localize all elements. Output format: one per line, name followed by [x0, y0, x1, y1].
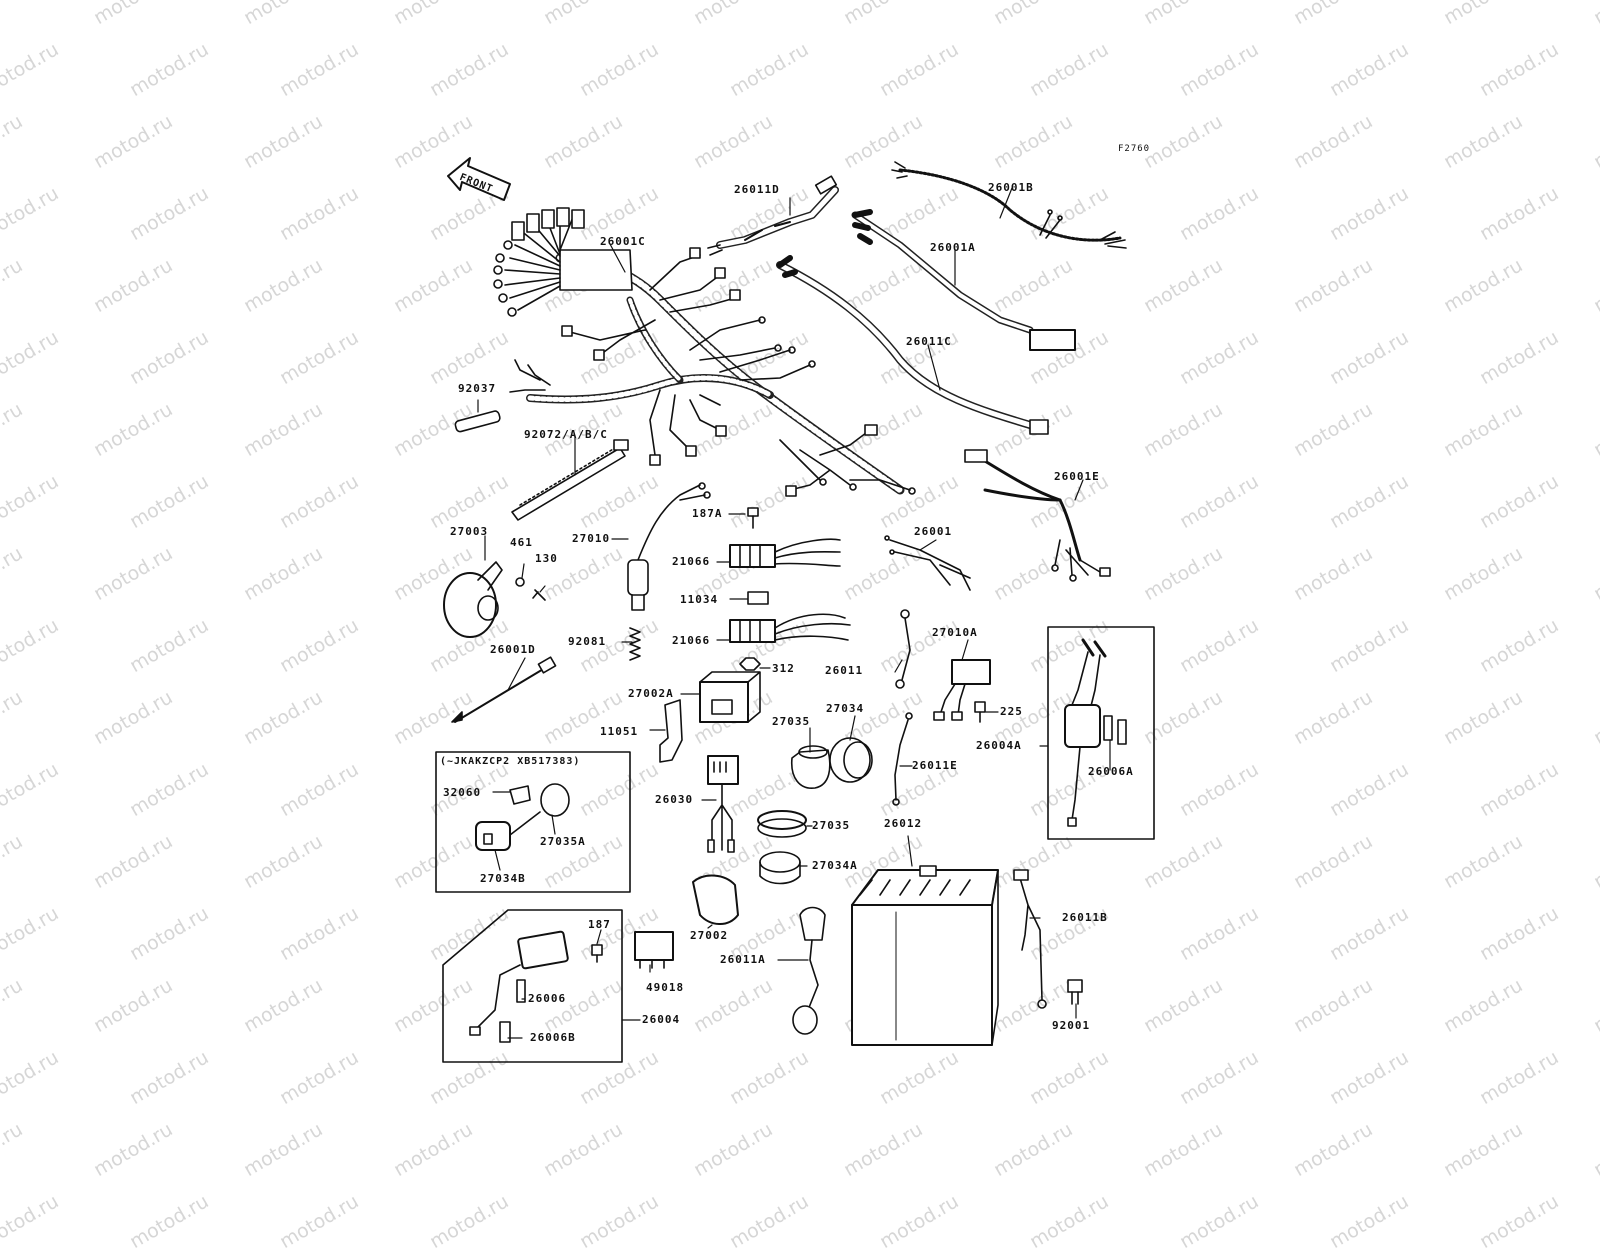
label-27002: 27002 — [690, 929, 729, 942]
label-26011a: 26011A — [720, 953, 766, 966]
part-26004 — [469, 930, 569, 1043]
label-26012: 26012 — [884, 817, 923, 830]
label-187a: 187A — [692, 507, 723, 520]
label-92001: 92001 — [1052, 1019, 1091, 1032]
label-92081: 92081 — [568, 635, 607, 648]
label-312: 312 — [772, 662, 795, 675]
part-461-130 — [515, 577, 546, 601]
label-461: 461 — [510, 536, 533, 549]
part-32060-27035a — [475, 783, 570, 851]
label-26011b: 26011B — [1062, 911, 1108, 924]
lead-26011c — [776, 255, 1049, 435]
part-27035-second — [757, 810, 807, 838]
serial-note: (~JKAKZCP2 XB517383) — [440, 756, 581, 767]
part-312-nut — [739, 657, 761, 671]
label-26001: 26001 — [914, 525, 953, 538]
label-26001d: 26001D — [490, 643, 536, 656]
label-26011e: 26011E — [912, 759, 958, 772]
label-26001e: 26001E — [1054, 470, 1100, 483]
part-27034a — [759, 851, 801, 885]
label-11051: 11051 — [600, 725, 639, 738]
label-26030: 26030 — [655, 793, 694, 806]
label-27002a: 27002A — [628, 687, 674, 700]
part-92001-bolt — [1067, 979, 1083, 1005]
box-26004 — [442, 909, 623, 1063]
part-21066-b — [729, 613, 851, 643]
label-27034a: 27034A — [812, 859, 858, 872]
label-49018: 49018 — [646, 981, 685, 994]
lead-26011e — [892, 712, 913, 806]
part-27035 — [790, 745, 831, 789]
box-26004a — [1047, 626, 1155, 840]
part-11034 — [747, 591, 769, 605]
label-26011: 26011 — [825, 664, 864, 677]
part-26030 — [707, 755, 739, 853]
label-27035-b: 27035 — [812, 819, 851, 832]
part-21066-a — [729, 538, 841, 568]
label-187: 187 — [588, 918, 611, 931]
wiring-drawing — [435, 157, 1155, 1063]
lead-26001 — [884, 535, 971, 591]
label-26006a: 26006A — [1088, 765, 1134, 778]
label-26006b: 26006B — [530, 1031, 576, 1044]
part-92081-spring — [629, 627, 641, 661]
lead-26001a — [851, 209, 1076, 351]
label-27003: 27003 — [450, 525, 489, 538]
lead-26011d — [707, 175, 839, 256]
part-27010a — [933, 659, 991, 721]
label-26004a: 26004A — [976, 739, 1022, 752]
part-27003-horn — [443, 561, 503, 638]
lead-26001b — [891, 161, 1127, 249]
part-11051-bracket — [659, 699, 683, 763]
main-harness-26001c — [493, 207, 916, 497]
lead-26011a — [792, 906, 826, 1035]
label-27010a: 27010A — [932, 626, 978, 639]
label-27035a: 27035A — [540, 835, 586, 848]
label-92072: 92072/A/B/C — [524, 428, 608, 441]
part-27002a-relay — [699, 671, 761, 723]
lead-26011 — [895, 609, 911, 689]
part-187a — [747, 507, 759, 529]
label-27034: 27034 — [826, 702, 865, 715]
label-27034b: 27034B — [480, 872, 526, 885]
label-27035-a: 27035 — [772, 715, 811, 728]
part-26004a — [1064, 638, 1127, 827]
label-225: 225 — [1000, 705, 1023, 718]
front-arrow-icon — [447, 157, 511, 201]
part-92037 — [454, 410, 501, 433]
label-26001a: 26001A — [930, 241, 976, 254]
part-26012-battery — [851, 865, 999, 1046]
label-26011c: 26011C — [906, 335, 952, 348]
part-49018 — [634, 931, 674, 969]
label-27010: 27010 — [572, 532, 611, 545]
label-26001b: 26001B — [988, 181, 1034, 194]
part-225-bolt — [974, 701, 986, 723]
part-27002 — [692, 874, 739, 925]
figure-code: F2760 — [1118, 144, 1151, 154]
label-26006: 26006 — [528, 992, 567, 1005]
label-26004: 26004 — [642, 1013, 681, 1026]
label-92037: 92037 — [458, 382, 497, 395]
label-21066-b: 21066 — [672, 634, 711, 647]
lead-26011b — [1013, 869, 1047, 1009]
part-92072-tie — [511, 439, 629, 521]
label-32060: 32060 — [443, 786, 482, 799]
part-27034 — [829, 737, 873, 783]
part-187-bolt — [591, 944, 603, 963]
label-11034: 11034 — [680, 593, 719, 606]
box-serial-note — [435, 751, 631, 893]
label-26011d: 26011D — [734, 183, 780, 196]
leader-lines — [477, 187, 1111, 1039]
label-130: 130 — [535, 552, 558, 565]
lead-26001e — [964, 449, 1111, 582]
label-21066-a: 21066 — [672, 555, 711, 568]
part-27010 — [627, 482, 711, 611]
label-26001c: 26001C — [600, 235, 646, 248]
lead-26001d — [451, 656, 557, 723]
